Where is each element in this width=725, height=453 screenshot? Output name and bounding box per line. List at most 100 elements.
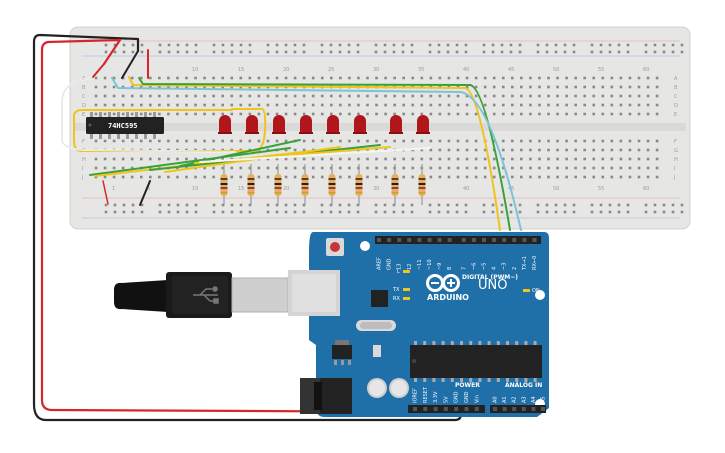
led[interactable] <box>272 115 286 134</box>
header-pin-hole[interactable] <box>433 407 438 411</box>
led[interactable] <box>245 115 259 134</box>
header-pin-hole[interactable] <box>541 407 545 411</box>
header-pin-hole[interactable] <box>532 238 537 242</box>
breadboard-hole <box>94 139 98 143</box>
breadboard-hole <box>447 112 451 116</box>
breadboard-hole <box>221 166 224 170</box>
resistor[interactable] <box>247 164 255 205</box>
led[interactable] <box>353 115 367 134</box>
header-pin-hole[interactable] <box>482 238 486 242</box>
header-pin-hole[interactable] <box>502 407 507 411</box>
header-pin-hole[interactable] <box>512 407 517 411</box>
breadboard-hole <box>393 94 396 98</box>
breadboard-hole <box>447 157 451 161</box>
resistor[interactable] <box>220 164 228 205</box>
dc-power-jack[interactable] <box>300 378 352 414</box>
resistor[interactable] <box>301 164 309 205</box>
l-led <box>403 270 410 273</box>
header-pin-hole[interactable] <box>413 407 417 411</box>
breadboard-hole <box>176 139 179 143</box>
breadboard-hole <box>248 203 252 207</box>
header-pin-hole[interactable] <box>437 238 442 242</box>
breadboard-hole <box>529 112 532 116</box>
breadboard-hole <box>610 139 614 143</box>
capacitor-small <box>373 345 381 357</box>
breadboard-hole <box>456 166 460 170</box>
shift-register-chip[interactable]: 74HC595 <box>86 112 164 139</box>
wire-red <box>92 63 105 78</box>
header-pin-hole[interactable] <box>492 238 497 242</box>
power-pin-label: GND <box>464 391 470 403</box>
breadboard-hole <box>610 166 614 170</box>
breadboard-hole <box>547 76 550 80</box>
breadboard-hole <box>464 203 468 207</box>
wire-black <box>121 50 139 79</box>
breadboard-hole <box>185 210 189 214</box>
header-pin-hole[interactable] <box>454 407 459 411</box>
header-pin-hole[interactable] <box>461 238 466 242</box>
resistor[interactable] <box>274 164 282 205</box>
breadboard-hole <box>374 50 378 54</box>
led[interactable] <box>218 115 232 134</box>
header-pin-hole[interactable] <box>377 238 381 242</box>
breadboard-hole <box>130 94 134 98</box>
breadboard-hole <box>230 210 234 214</box>
breadboard-hole <box>366 94 369 98</box>
breadboard-hole <box>158 175 161 179</box>
resistor[interactable] <box>355 164 363 205</box>
breadboard-hole <box>438 76 442 80</box>
col-num-top: 30 <box>373 67 379 73</box>
breadboard-hole <box>293 103 297 107</box>
header-pin-hole[interactable] <box>521 407 526 411</box>
breadboard-hole <box>112 94 116 98</box>
breadboard-hole <box>293 50 297 54</box>
usb-cable[interactable] <box>114 270 340 318</box>
header-pin-hole[interactable] <box>464 407 469 411</box>
header-pin-hole[interactable] <box>502 238 507 242</box>
breadboard-hole <box>113 43 117 47</box>
header-pin-hole[interactable] <box>471 238 476 242</box>
header-pin-hole[interactable] <box>531 407 536 411</box>
header-pin-hole[interactable] <box>512 238 517 242</box>
breadboard-hole <box>610 157 614 161</box>
row-letter: H <box>674 157 678 163</box>
breadboard-hole <box>302 103 306 107</box>
breadboard-hole <box>103 166 107 170</box>
model-label: UNO <box>478 278 507 293</box>
led[interactable] <box>326 115 340 134</box>
header-pin-hole[interactable] <box>447 238 452 242</box>
breadboard-hole <box>655 76 659 80</box>
header-pin-hole[interactable] <box>493 407 497 411</box>
resistor[interactable] <box>418 164 426 205</box>
header-pin-hole[interactable] <box>407 238 412 242</box>
header-pin-hole[interactable] <box>417 238 422 242</box>
led[interactable] <box>299 115 313 134</box>
header-pin-hole[interactable] <box>423 407 428 411</box>
header-pin-hole[interactable] <box>522 238 527 242</box>
breadboard-hole <box>284 112 288 116</box>
breadboard-hole <box>384 103 387 107</box>
breadboard-hole <box>610 103 614 107</box>
header-pin-hole[interactable] <box>387 238 392 242</box>
header-pin-hole[interactable] <box>397 238 402 242</box>
reset-button[interactable] <box>326 238 344 256</box>
led[interactable] <box>416 115 430 134</box>
breadboard-hole <box>628 85 632 89</box>
breadboard-hole <box>347 203 351 207</box>
breadboard-hole <box>356 50 360 54</box>
breadboard-hole <box>601 148 605 152</box>
breadboard-hole <box>671 203 675 207</box>
header-pin-hole[interactable] <box>443 407 448 411</box>
breadboard-hole <box>121 166 125 170</box>
header-pin-hole[interactable] <box>474 407 479 411</box>
breadboard-hole <box>501 103 505 107</box>
breadboard-hole <box>518 43 522 47</box>
header-pin-hole[interactable] <box>427 238 432 242</box>
resistor[interactable] <box>328 164 336 205</box>
led[interactable] <box>389 115 403 134</box>
breadboard-hole <box>608 43 612 47</box>
breadboard-hole <box>185 50 189 54</box>
resistor[interactable] <box>391 164 399 205</box>
